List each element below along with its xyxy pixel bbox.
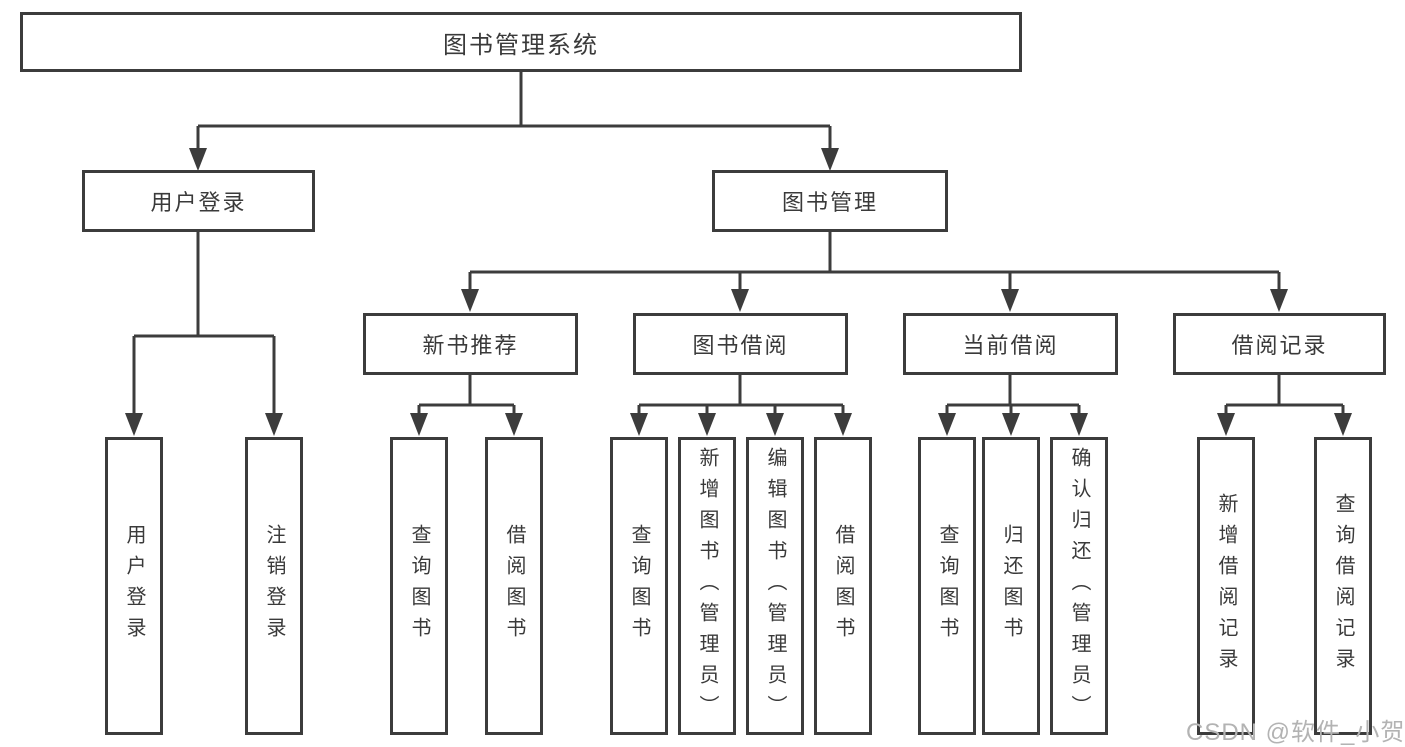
leaf-label: 编辑图书（管理员）	[764, 446, 786, 726]
node-new-book-recommend: 新书推荐	[363, 313, 578, 375]
node-user-login: 用户登录	[82, 170, 315, 232]
leaf-user-login: 用户登录	[105, 437, 163, 735]
leaf-return-book: 归还图书	[982, 437, 1040, 735]
leaf-label: 注销登录	[263, 524, 285, 648]
leaf-query-books-current: 查询图书	[918, 437, 976, 735]
node-label: 图书借阅	[692, 333, 789, 358]
arrow-down-icon	[1334, 413, 1352, 436]
arrow-down-icon	[125, 413, 143, 436]
leaf-borrow-books: 借阅图书	[814, 437, 872, 735]
node-label: 图书管理系统	[443, 31, 599, 59]
node-current-borrowing: 当前借阅	[903, 313, 1118, 375]
node-book-management: 图书管理	[712, 170, 948, 232]
leaf-label: 新增借阅记录	[1215, 493, 1237, 679]
leaf-query-borrow-record: 查询借阅记录	[1314, 437, 1372, 735]
arrow-down-icon	[189, 148, 207, 171]
leaf-label: 新增图书（管理员）	[696, 446, 718, 726]
node-label: 新书推荐	[422, 333, 519, 358]
leaf-borrow-books-recommend: 借阅图书	[485, 437, 543, 735]
arrow-down-icon	[461, 289, 479, 312]
leaf-edit-book-admin: 编辑图书（管理员）	[746, 437, 804, 735]
leaf-add-book-admin: 新增图书（管理员）	[678, 437, 736, 735]
arrow-down-icon	[766, 413, 784, 436]
arrow-down-icon	[1001, 289, 1019, 312]
connector-path	[132, 70, 1345, 418]
leaf-label: 借阅图书	[832, 524, 854, 648]
leaf-label: 借阅图书	[503, 524, 525, 648]
arrow-down-icon	[821, 148, 839, 171]
arrow-down-icon	[1217, 413, 1235, 436]
arrow-down-icon	[1270, 289, 1288, 312]
arrow-down-icon	[265, 413, 283, 436]
watermark: CSDN @软件_小贺同学	[1186, 719, 1405, 746]
node-label: 用户登录	[150, 190, 247, 215]
leaf-confirm-return-admin: 确认归还（管理员）	[1050, 437, 1108, 735]
leaf-label: 归还图书	[1000, 524, 1022, 648]
arrow-down-icon	[731, 289, 749, 312]
leaf-label: 查询图书	[408, 524, 430, 648]
arrow-down-icon	[1002, 413, 1020, 436]
leaf-label: 查询图书	[628, 524, 650, 648]
leaf-add-borrow-record: 新增借阅记录	[1197, 437, 1255, 735]
arrowheads	[125, 148, 1352, 436]
node-library-management-system: 图书管理系统	[20, 12, 1022, 72]
leaf-label: 查询图书	[936, 524, 958, 648]
leaf-query-books-recommend: 查询图书	[390, 437, 448, 735]
leaf-label: 确认归还（管理员）	[1068, 446, 1090, 726]
arrow-down-icon	[410, 413, 428, 436]
node-label: 当前借阅	[962, 333, 1059, 358]
arrow-down-icon	[630, 413, 648, 436]
leaf-label: 查询借阅记录	[1332, 493, 1354, 679]
arrow-down-icon	[938, 413, 956, 436]
arrow-down-icon	[1070, 413, 1088, 436]
leaf-logout: 注销登录	[245, 437, 303, 735]
node-label: 借阅记录	[1231, 333, 1328, 358]
leaf-query-books-borrowing: 查询图书	[610, 437, 668, 735]
arrow-down-icon	[505, 413, 523, 436]
arrow-down-icon	[698, 413, 716, 436]
leaf-label: 用户登录	[123, 524, 145, 648]
node-book-borrowing: 图书借阅	[633, 313, 848, 375]
node-label: 图书管理	[781, 190, 878, 215]
node-borrowing-records: 借阅记录	[1173, 313, 1386, 375]
arrow-down-icon	[834, 413, 852, 436]
